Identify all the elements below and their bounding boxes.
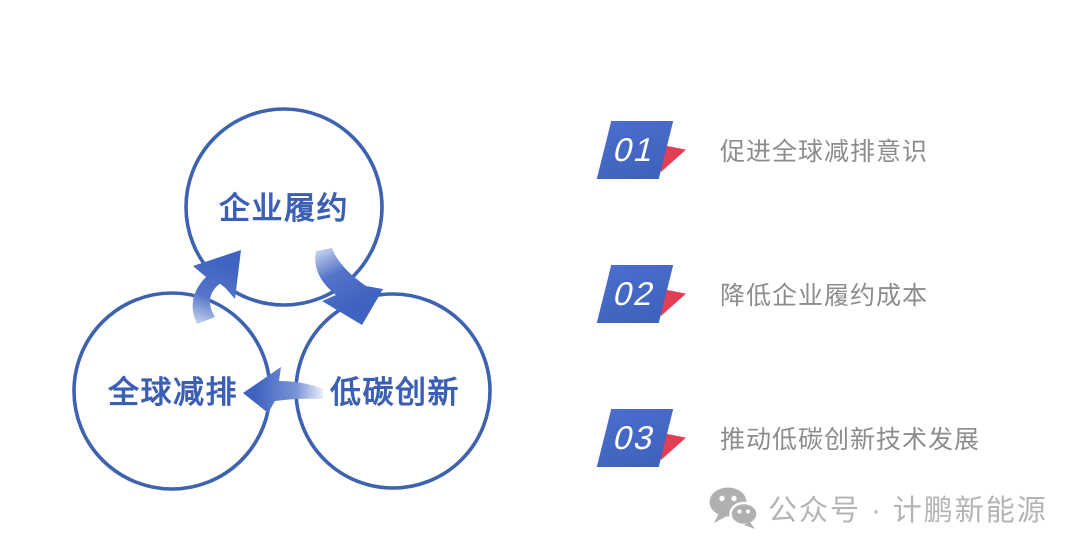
cycle-arrow-down-right-icon — [315, 248, 383, 325]
benefit-label: 推动低碳创新技术发展 — [720, 426, 981, 454]
cycle-arrow-left-icon — [243, 367, 323, 413]
node-label-low-carbon-innovation: 低碳创新 — [329, 375, 460, 410]
node-label-corporate-compliance: 企业履约 — [219, 191, 349, 226]
wechat-icon — [709, 487, 759, 529]
benefit-badge-03: 03 — [596, 409, 692, 467]
benefit-badge-02: 02 — [596, 265, 692, 323]
benefit-item-01: 01 促进全球减排意识 — [596, 121, 928, 179]
cycle-diagram: 企业履约 全球减排 低碳创新 — [72, 107, 492, 491]
watermark-text: 公众号 · 计鹏新能源 — [768, 495, 1048, 527]
cycle-arrow-up-right-icon — [192, 250, 241, 324]
badge-number: 01 — [610, 131, 661, 168]
benefit-label: 降低企业履约成本 — [720, 282, 929, 310]
badge-number: 03 — [610, 419, 661, 456]
watermark: 公众号 · 计鹏新能源 — [709, 486, 1048, 530]
badge-number: 02 — [610, 275, 661, 312]
node-label-global-emission-reduction: 全球减排 — [107, 375, 238, 410]
benefit-label: 促进全球减排意识 — [720, 138, 929, 166]
benefit-badge-01: 01 — [596, 121, 692, 179]
benefit-item-02: 02 降低企业履约成本 — [596, 265, 928, 323]
benefit-item-03: 03 推动低碳创新技术发展 — [596, 409, 980, 467]
